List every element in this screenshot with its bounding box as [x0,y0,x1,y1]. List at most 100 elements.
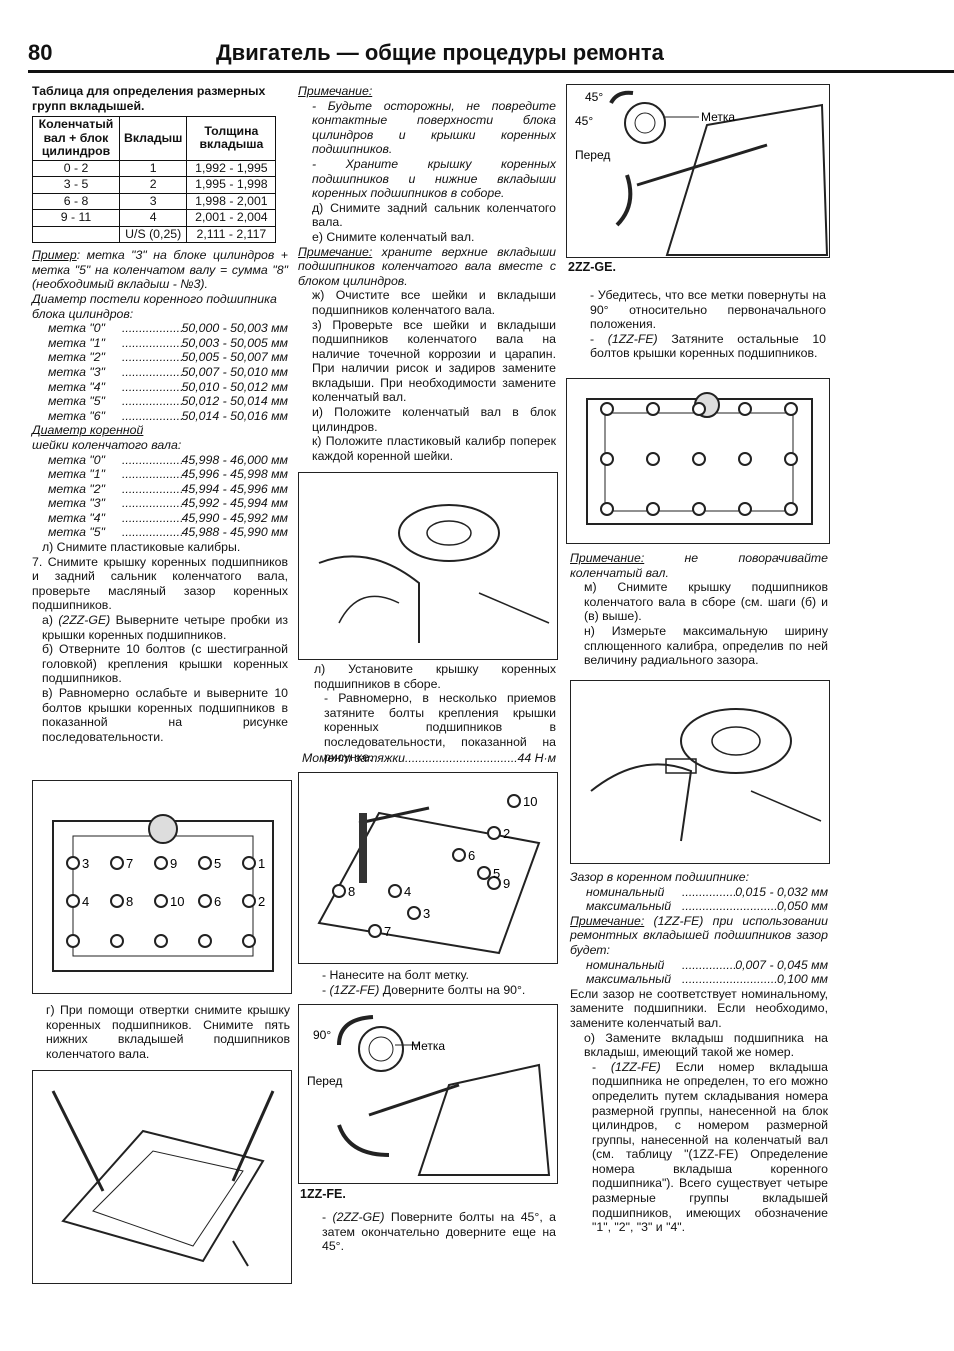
step-v: в) Равномерно ослабьте и выверните 10 бо… [42,686,288,744]
leader-dots: ........................................… [122,379,182,394]
block-marks-list: метка "0"...............................… [32,321,288,423]
table-cell: 6 - 8 [32,192,120,211]
tighten-bolt [452,848,466,862]
mark-bolt-text: - Нанесите на болт метку. [322,968,469,982]
sequence-number: 10 [170,894,184,909]
list-value: 0,050 мм [776,899,828,914]
list-key: метка "0" [48,321,106,336]
leader-dots: ........................................… [122,364,182,379]
sequence-number: 6 [214,894,221,909]
gap2-list: номинальный.............................… [570,958,828,987]
leader-dots: ........................................… [122,321,182,336]
table-cell: 2 [118,176,188,194]
fig-angle-2: 45° [575,114,593,128]
list-value: 50,014 - 50,016 мм [181,408,288,423]
lower-bolt [646,502,660,516]
page-number: 80 [28,40,53,65]
fe2-paragraph: - (1ZZ-FE) Если номер вкладыша подшипник… [592,1059,828,1235]
figure-measure-gauge [570,680,830,864]
tighten-number: 5 [493,866,500,881]
list-item: метка "2"...............................… [32,350,288,365]
sequence-bolt [198,894,212,908]
column-3-mid: Примечание: не поворачивайте коленчатый … [570,551,828,668]
header-rule [28,70,954,73]
table-row: U/S (0,25)2,111 - 2,117 [32,225,277,244]
list-item: метка "5"...............................… [32,394,288,409]
leader-dots: ........................................… [122,394,182,409]
sequence-number: 8 [126,894,133,909]
list-value: 50,000 - 50,003 мм [181,321,288,336]
figure-90deg: 90° Метка Перед [298,1004,558,1184]
lower-bolt [784,502,798,516]
table-cell: 1 [118,159,188,178]
tighten-number: 10 [523,794,537,809]
lower-bolt [198,934,212,948]
sequence-number: 1 [258,856,265,871]
list-value: 50,003 - 50,005 мм [181,335,288,350]
table-cell: 1,995 - 1,998 [186,176,277,194]
block-diameter-title: Диаметр постели коренного подшипника бло… [32,291,277,321]
list-item: номинальный.............................… [570,885,828,900]
measure-gauge-drawing [590,708,822,842]
mid-bolt [692,452,706,466]
upper-bolt [646,402,660,416]
torque-value: 44 Н·м [517,751,557,765]
list-key: метка "3" [48,364,106,379]
tighten-bolt [507,794,521,808]
step-zh: ж) Очистите все шейки и вкладыши подшипн… [312,288,556,317]
list-key: максимальный [586,972,672,987]
tighten-number: 3 [423,906,430,921]
table-cell: 1,998 - 2,001 [186,192,277,211]
list-item: метка "3"...............................… [32,496,288,511]
note-1-line: - Будьте осторожны, не повредите контакт… [312,98,556,157]
table-cell: 2,001 - 2,004 [186,209,277,227]
lower-bolt [66,934,80,948]
tighten-number: 2 [503,826,510,841]
table-cell: 3 - 5 [32,176,120,194]
list-item: метка "5"...............................… [32,525,288,540]
torque-line: Момент затяжки .........................… [302,751,556,766]
list-item: максимальный............................… [570,899,828,914]
model-tag: (2ZZ-GE) [58,613,111,628]
list-key: максимальный [586,899,672,914]
tighten-bolt [388,884,402,898]
tighten-number: 6 [468,848,475,863]
lower-bolt [242,934,256,948]
list-value: 45,992 - 45,994 мм [181,496,288,511]
note-3: Примечание: не поворачивайте коленчатый … [570,551,828,580]
figure-cap-bolts [566,378,830,544]
leader-dots: ........................................… [122,350,182,365]
check-text: - Убедитесь, что все метки повернуты на … [590,288,826,332]
step-n: н) Измерьте максимальную ширину сплющенн… [584,623,828,668]
sequence-bolt [154,856,168,870]
list-item: метка "4"...............................… [32,511,288,526]
leader-dots: ........................................… [122,408,182,423]
table-header-cell: Вкладыш [118,116,188,161]
fe-rotate: - (1ZZ-FE) Доверните болты на 90°. [322,982,526,997]
upper-bolt [738,402,752,416]
table-header-cell: Коленчатый вал + блок цилиндров [32,116,120,161]
column-2-bottom: - (2ZZ-GE) Поверните болты на 45°, а зат… [322,1210,556,1254]
table-cell: 3 [118,192,188,211]
gap-title: Зазор в коренном подшипнике: [570,870,750,884]
list-value: 0,015 - 0,032 мм [735,884,828,899]
ge-rotate: - (2ZZ-GE) Поверните болты на 45°, а зат… [322,1210,556,1254]
para-gap: Если зазор не соответствует номинальному… [570,986,828,1030]
table-cell: 0 - 2 [32,159,120,178]
mid-bolt [784,452,798,466]
step-g: г) При помощи отвертки снимите крышку ко… [46,1003,290,1061]
upper-bolt [784,402,798,416]
sequence-bolt [66,856,80,870]
upper-bolt [600,402,614,416]
list-value: 45,994 - 45,996 мм [181,481,288,496]
leader-dots: ........................................… [122,525,182,540]
mid-bolt [600,452,614,466]
column-3-top: - Убедитесь, что все метки повернуты на … [590,288,826,361]
list-item: метка "1"...............................… [32,467,288,482]
leader-dots: ........................................… [682,884,735,899]
list-item: метка "6"...............................… [32,409,288,424]
sequence-number: 4 [82,894,89,909]
